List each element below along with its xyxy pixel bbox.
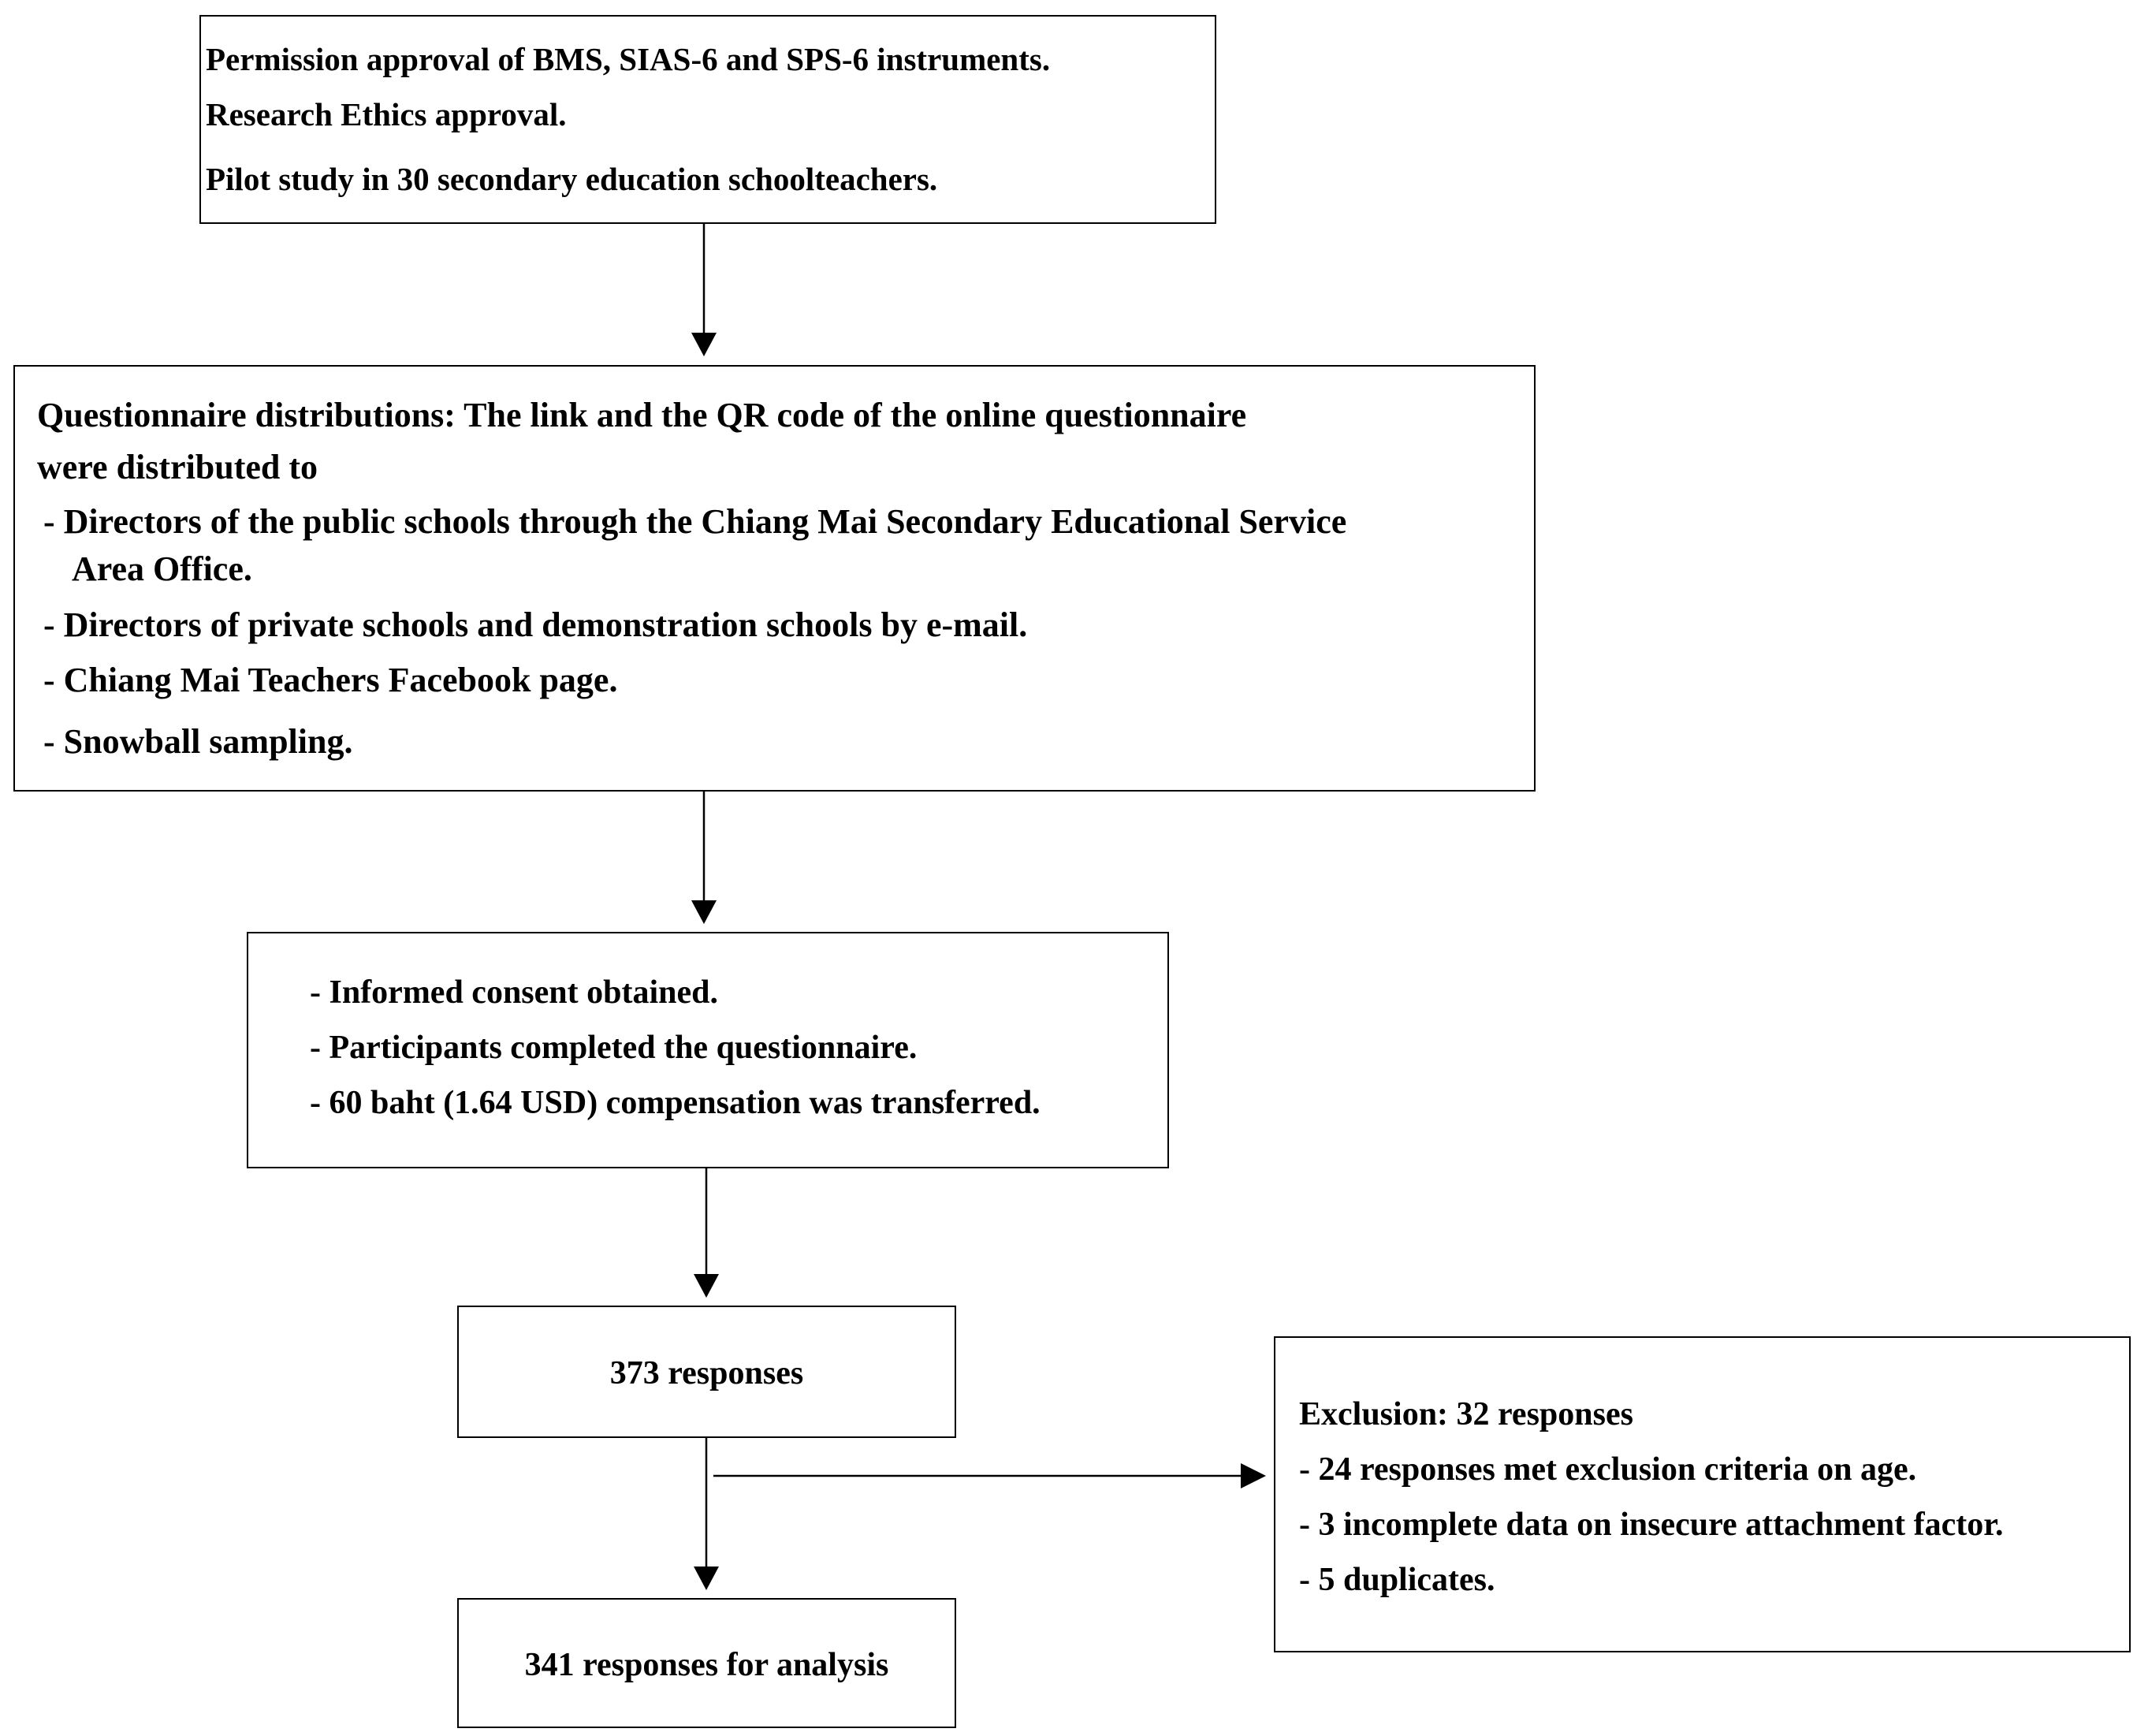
exclusion-line: - 24 responses met exclusion criteria on…: [1299, 1451, 1917, 1488]
exclusion-heading: Exclusion: 32 responses: [1299, 1396, 1633, 1432]
analysis-count: 341 responses for analysis: [524, 1647, 889, 1683]
consent-line: - Informed consent obtained.: [310, 974, 719, 1011]
distribution-heading: Questionnaire distributions: The link an…: [37, 396, 1247, 434]
exclusion-line: - 3 incomplete data on insecure attachme…: [1299, 1507, 2004, 1543]
responses-box: 373 responses: [457, 1306, 956, 1438]
permissions-line: Pilot study in 30 secondary education sc…: [206, 161, 938, 197]
distribution-item-continuation: Area Office.: [72, 549, 252, 588]
consent-line: - 60 baht (1.64 USD) compensation was tr…: [310, 1085, 1041, 1121]
permissions-box: Permission approval of BMS, SIAS-6 and S…: [199, 15, 1216, 224]
distribution-item: - Directors of private schools and demon…: [43, 605, 1028, 644]
distribution-item: - Chiang Mai Teachers Facebook page.: [43, 661, 618, 699]
permissions-line: Research Ethics approval.: [206, 96, 567, 132]
responses-count: 373 responses: [609, 1355, 804, 1391]
consent-box: - Informed consent obtained. - Participa…: [247, 932, 1169, 1168]
distribution-item: - Directors of the public schools throug…: [43, 502, 1347, 541]
distribution-box: Questionnaire distributions: The link an…: [13, 365, 1536, 792]
distribution-heading: were distributed to: [37, 448, 318, 486]
permissions-line: Permission approval of BMS, SIAS-6 and S…: [206, 41, 1051, 77]
analysis-box: 341 responses for analysis: [457, 1598, 956, 1728]
exclusion-line: - 5 duplicates.: [1299, 1562, 1495, 1598]
exclusion-box: Exclusion: 32 responses - 24 responses m…: [1274, 1336, 2131, 1652]
consent-line: - Participants completed the questionnai…: [310, 1030, 918, 1066]
distribution-item: - Snowball sampling.: [43, 722, 353, 761]
